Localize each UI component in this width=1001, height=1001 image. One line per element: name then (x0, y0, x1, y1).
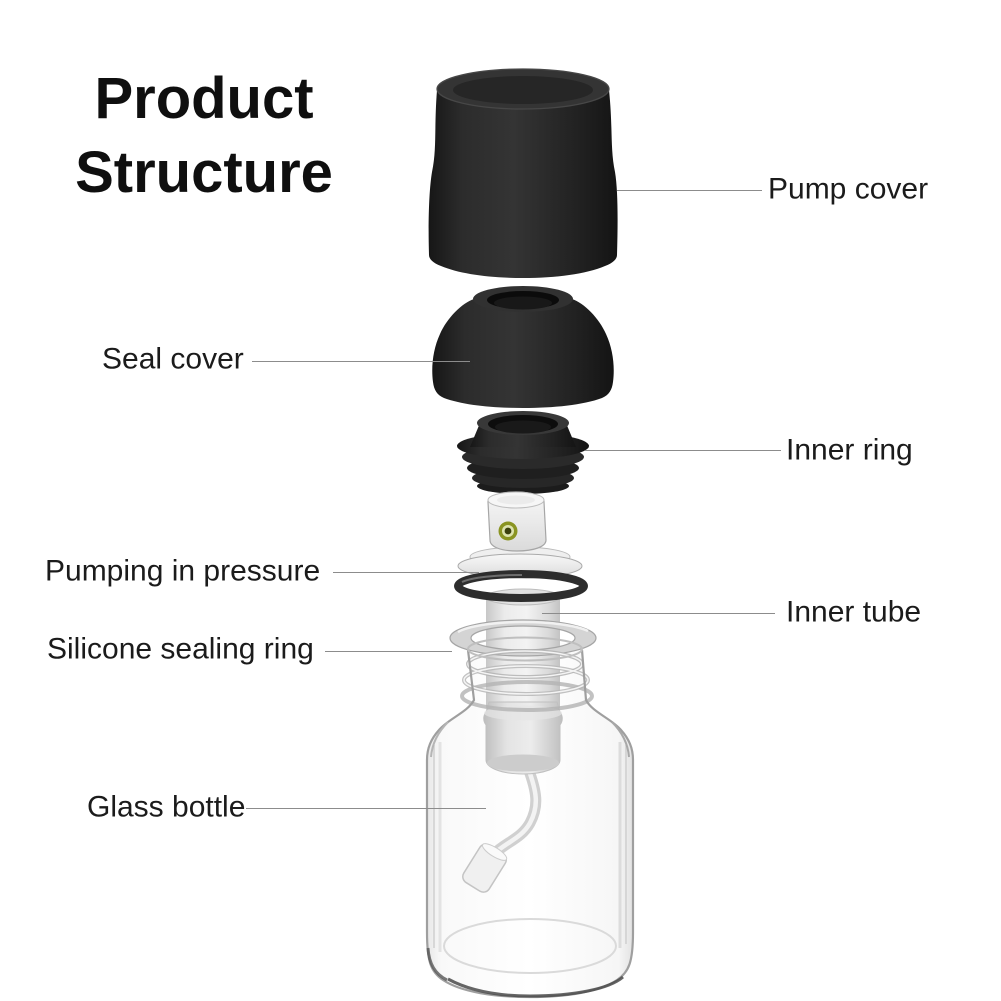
silicone-sealing-ring-leader-line (325, 651, 452, 652)
page-title-line2: Structure (75, 140, 333, 205)
pump-head-part (454, 491, 588, 602)
bottle-neck-threads (460, 649, 594, 712)
inner-ring-label: Inner ring (786, 433, 913, 467)
seal-cover-part (432, 286, 614, 408)
pumping-in-pressure-label: Pumping in pressure (45, 554, 321, 588)
pump-cover-part (428, 68, 618, 278)
pump-cover-label: Pump cover (768, 172, 929, 206)
dip-tube-weight (462, 843, 508, 893)
silicone-sealing-ring-part (449, 619, 597, 657)
inner-tube-leader-line (542, 613, 775, 614)
silicone-sealing-ring-label: Silicone sealing ring (47, 632, 314, 666)
glass-bottle-leader-line (246, 808, 486, 809)
inner-ring-leader-line (585, 450, 781, 451)
glass-bottle-label: Glass bottle (87, 790, 246, 824)
glass-bottle-outline (425, 636, 635, 999)
inner-ring-part (457, 411, 589, 494)
pumping-in-pressure-leader-line (333, 572, 479, 573)
inner-tube-label: Inner tube (786, 595, 922, 629)
page-title-line1: Product (94, 66, 314, 131)
pump-cover-leader-line (617, 190, 762, 191)
page-title: Product Structure (58, 62, 350, 210)
seal-cover-label: Seal cover (102, 342, 244, 376)
nozzle-orifice (498, 521, 518, 541)
dip-tube-part (462, 762, 542, 893)
seal-cover-leader-line (252, 361, 470, 362)
